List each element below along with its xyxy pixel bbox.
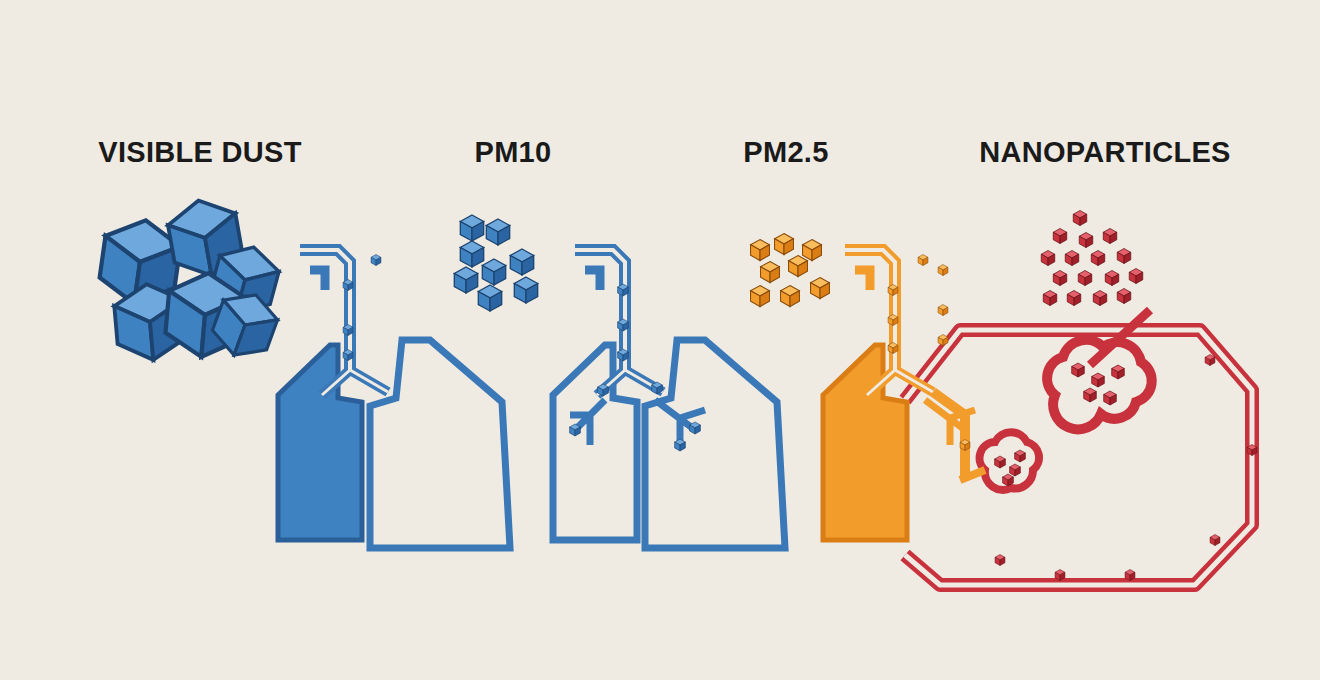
size-heading: PM10 [475, 137, 552, 169]
nanoparticles-cluster [1041, 211, 1143, 306]
circulation-figure [905, 310, 1257, 585]
pm25-particles [751, 234, 830, 307]
size-heading: NANOPARTICLES [979, 137, 1230, 169]
size-heading: VISIBLE DUST [98, 137, 301, 169]
lungs-figure [278, 250, 510, 548]
lungs-figure [553, 250, 785, 548]
lungs-figure [823, 250, 975, 540]
size-heading: PM2.5 [743, 137, 828, 169]
dust-cluster [97, 195, 284, 365]
pm10-particles [454, 215, 537, 311]
